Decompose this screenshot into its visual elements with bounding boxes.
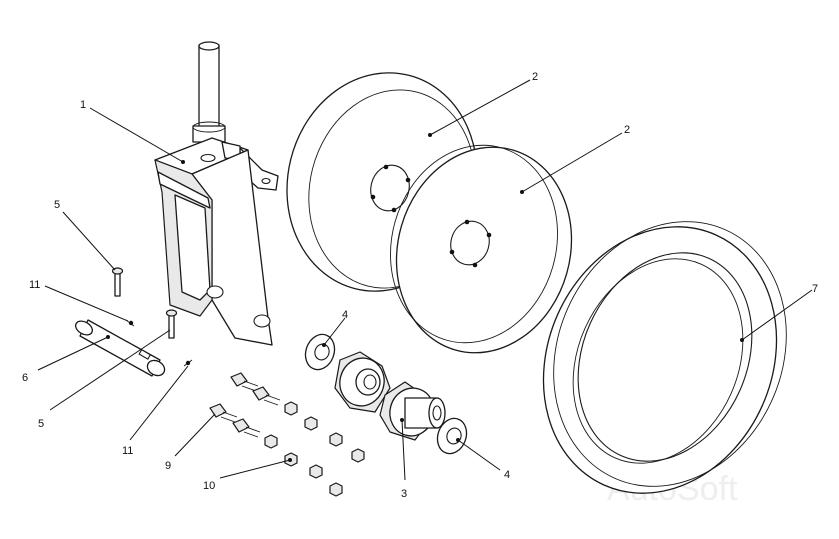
leader-dots (106, 133, 744, 462)
callout-3: 3 (401, 488, 407, 500)
callout-4-upper: 4 (342, 309, 348, 321)
bolt-set (209, 372, 281, 438)
callout-11-upper: 11 (29, 279, 40, 291)
tire (542, 221, 787, 494)
callout-5-upper: 5 (54, 199, 60, 211)
callout-1: 1 (80, 99, 86, 111)
bearing-flange-lower (379, 381, 446, 441)
callout-4-lower: 4 (504, 469, 510, 481)
pin-bolt-lower (165, 309, 178, 339)
callout-2-front-disc: 2 (624, 124, 630, 136)
pin-bolt-upper (111, 267, 124, 297)
callout-9: 9 (165, 460, 171, 472)
fork-bracket (154, 41, 279, 346)
callout-11-lower: 11 (122, 445, 133, 457)
wheel-disc-front (390, 144, 573, 354)
callout-2-rear-disc: 2 (532, 71, 538, 83)
callout-7: 7 (812, 283, 818, 295)
washer-lower (436, 417, 468, 455)
callout-10: 10 (203, 480, 215, 492)
axle-pin (74, 319, 166, 377)
callout-5-lower: 5 (38, 418, 44, 430)
washer-upper (304, 333, 336, 371)
bearing-flange-upper (334, 351, 391, 413)
nut-set (264, 401, 365, 497)
cotter-pin-lower (183, 359, 193, 367)
callout-labels: 1 2 2 3 4 4 5 5 6 7 9 10 11 11 (22, 71, 818, 500)
leader-lines (37, 79, 813, 481)
callout-6: 6 (22, 372, 28, 384)
